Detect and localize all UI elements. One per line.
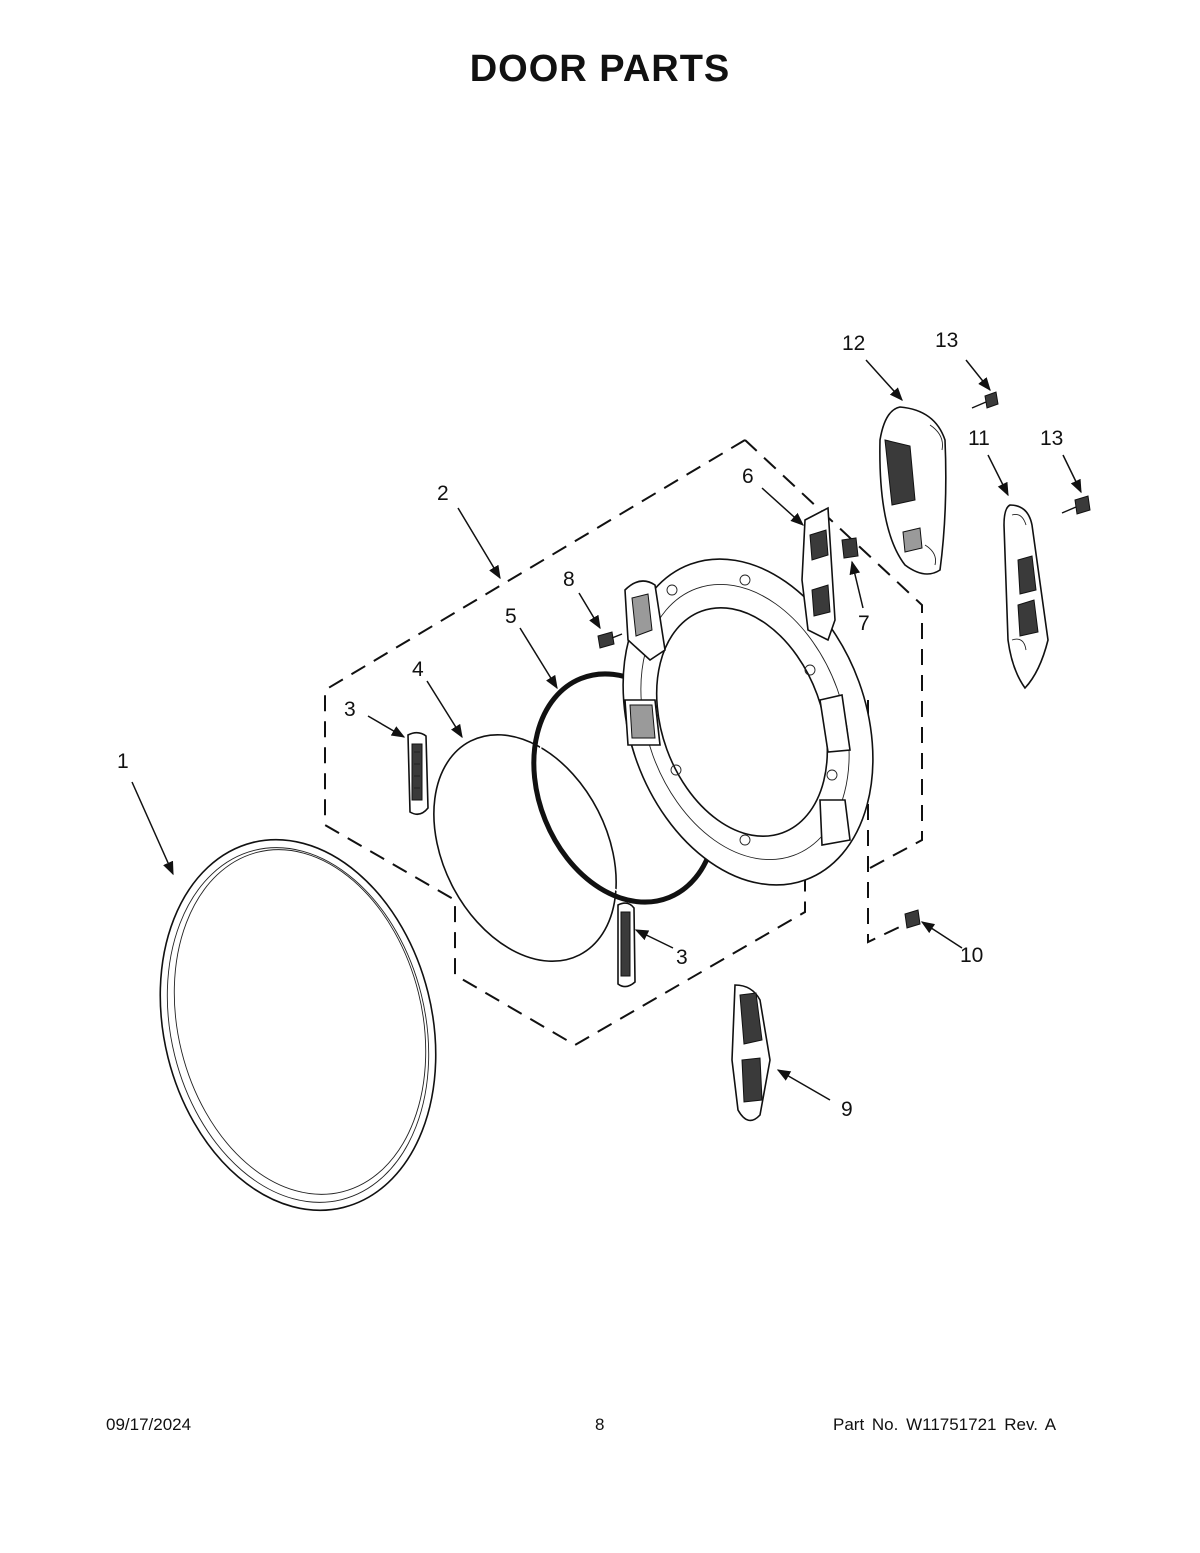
callout-4: 4 — [412, 658, 424, 681]
callout-6: 6 — [742, 465, 754, 488]
hinge-bracket — [801, 506, 836, 642]
door-latch — [731, 984, 771, 1122]
callout-2: 2 — [437, 482, 449, 505]
outer-door-ring — [159, 838, 437, 1212]
callout-8: 8 — [563, 568, 575, 591]
callout-9: 9 — [841, 1098, 853, 1121]
callout-5: 5 — [505, 605, 517, 628]
screw-part-8 — [597, 631, 623, 649]
door-glass — [433, 733, 617, 963]
callout-labels: 1 2 3 3 4 5 6 7 8 9 10 11 12 13 13 — [117, 329, 1063, 1121]
screw-part-13-upper — [971, 391, 999, 409]
page-title: DOOR PARTS — [469, 48, 731, 90]
callout-3-upper: 3 — [344, 698, 356, 721]
inner-door-frame — [622, 558, 874, 886]
callout-11: 11 — [968, 427, 990, 450]
door-handle — [879, 406, 947, 575]
leader-arrows — [131, 359, 1082, 1101]
callout-3-lower: 3 — [676, 946, 688, 969]
clip-part-7 — [841, 537, 859, 559]
footer-date: 09/17/2024 — [106, 1415, 192, 1434]
footer-part-number: Part No. W11751721 Rev. A — [833, 1415, 1057, 1434]
callout-13-upper: 13 — [935, 329, 958, 352]
callout-12: 12 — [842, 332, 865, 355]
screw-part-10 — [904, 909, 921, 929]
callout-1: 1 — [117, 750, 129, 773]
screw-part-13-lower — [1061, 495, 1091, 515]
callout-10: 10 — [960, 944, 983, 967]
hinge-trim-right — [617, 902, 636, 988]
callout-13-lower: 13 — [1040, 427, 1063, 450]
callout-7: 7 — [858, 612, 870, 635]
hinge-trim-left — [407, 731, 429, 816]
handle-backer — [1003, 504, 1049, 690]
footer-page-number: 8 — [595, 1415, 605, 1434]
